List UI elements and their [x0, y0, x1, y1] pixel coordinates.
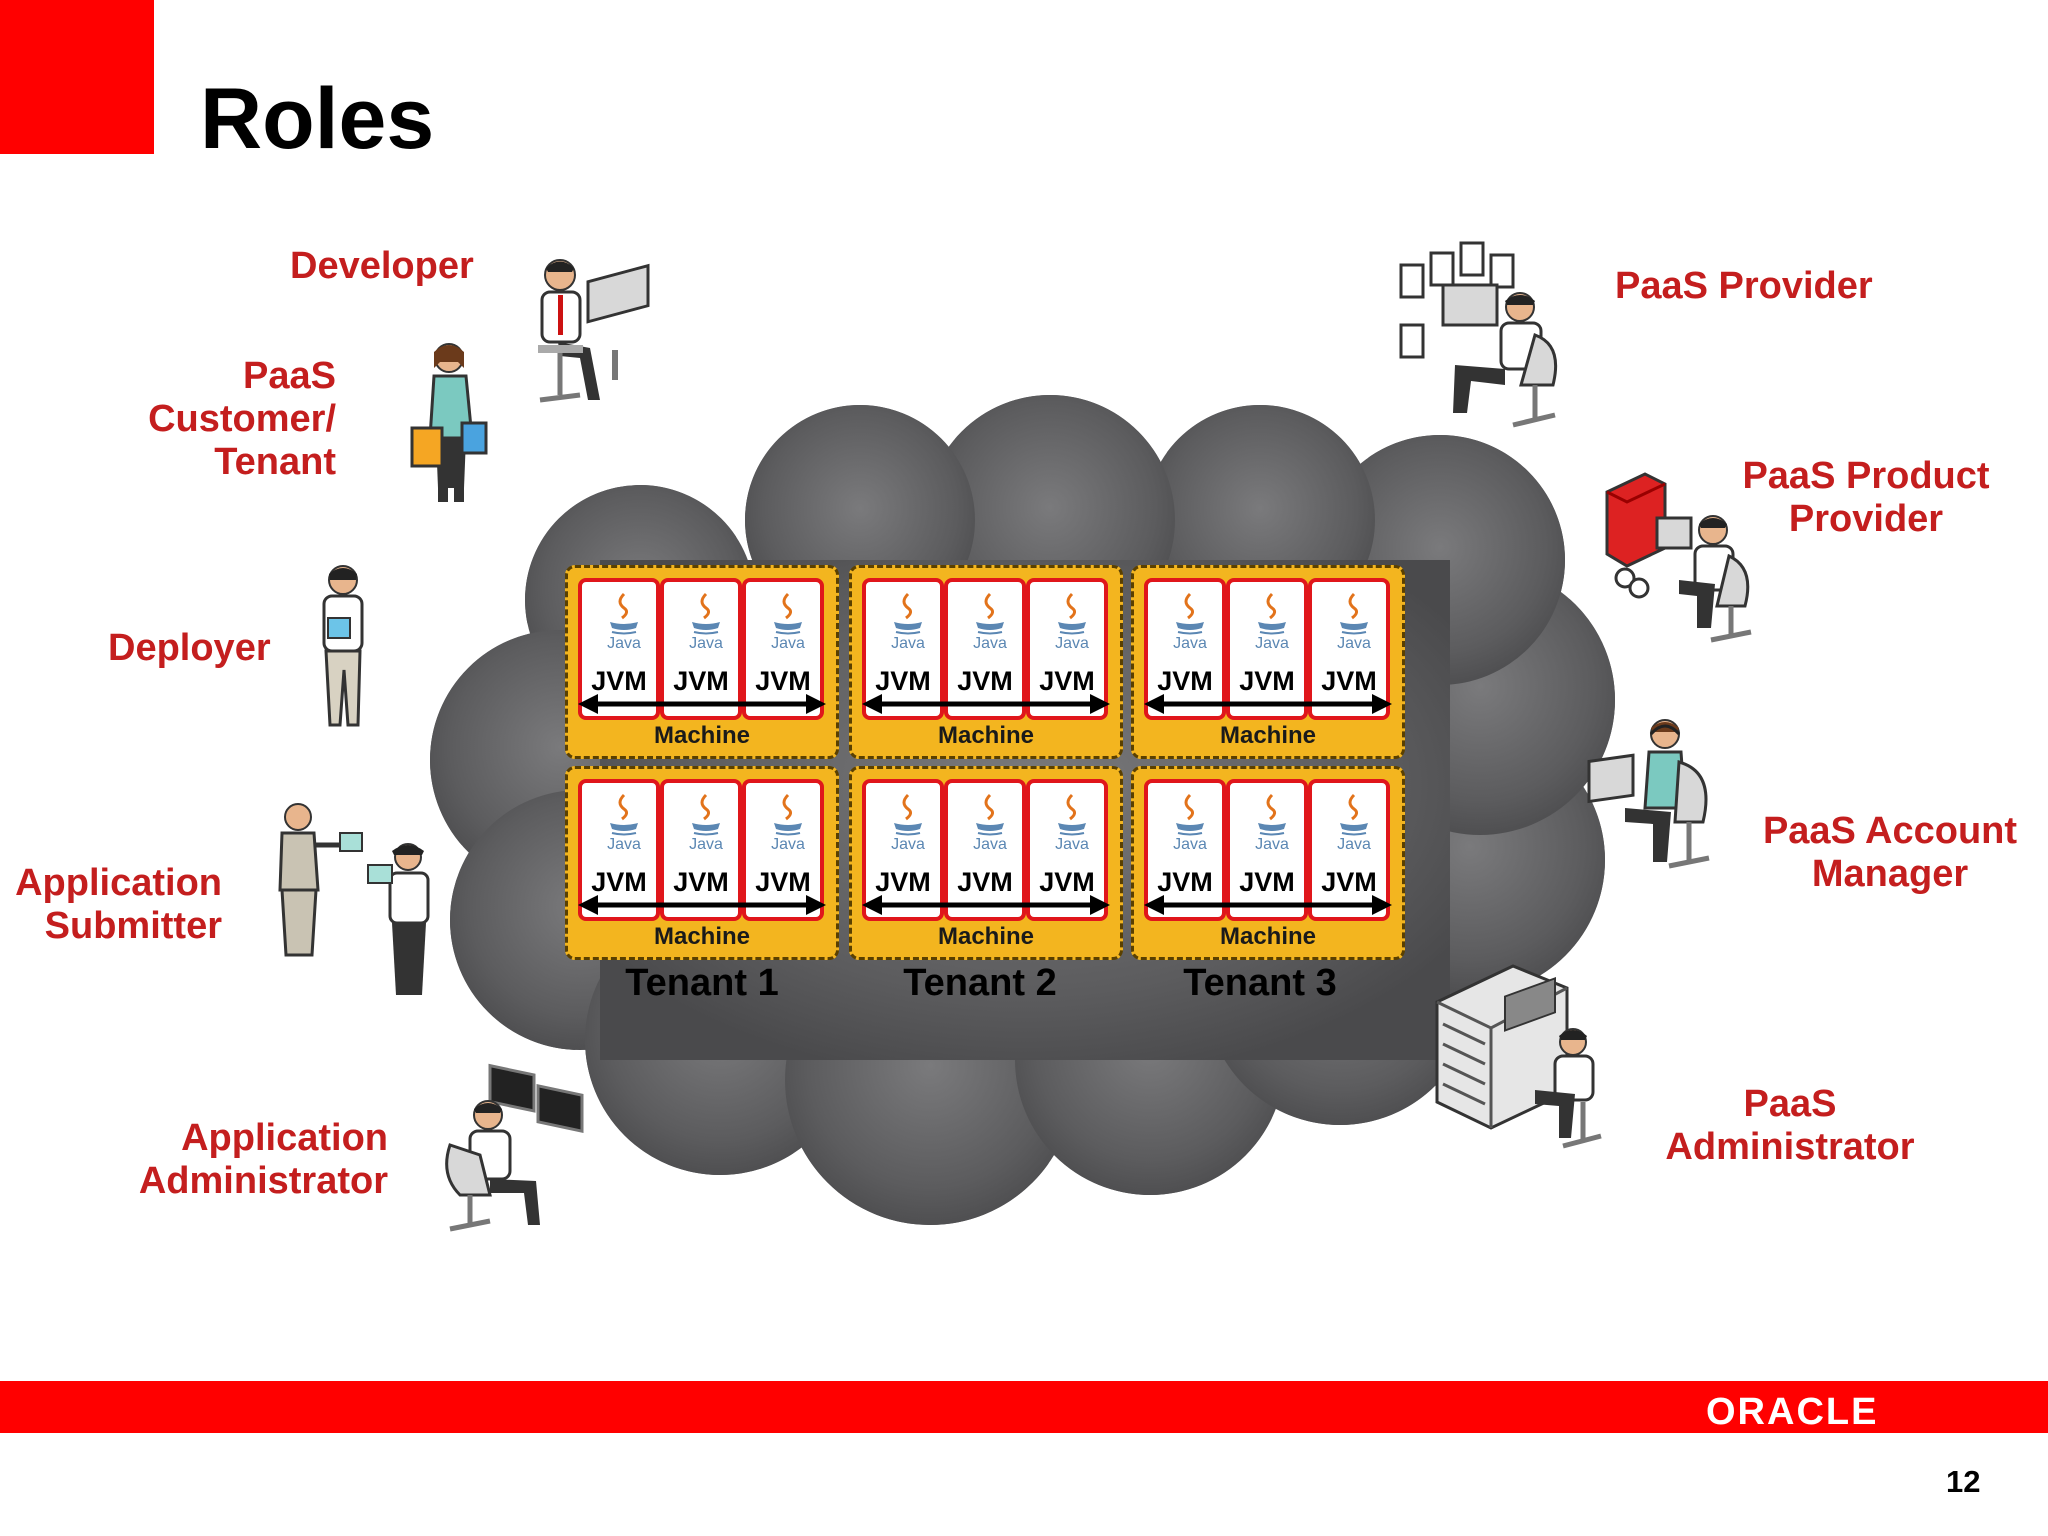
- java-logo-icon: Java: [968, 791, 1012, 851]
- svg-text:Java: Java: [771, 635, 805, 650]
- double-arrow-icon: [860, 692, 1112, 716]
- page-number: 12: [1946, 1464, 1980, 1500]
- machine-label: Machine: [568, 923, 836, 951]
- java-logo-icon: Java: [1250, 791, 1294, 851]
- java-logo-icon: Java: [602, 791, 646, 851]
- machine-label: Machine: [852, 722, 1120, 750]
- java-logo-icon: Java: [1050, 791, 1094, 851]
- svg-text:Java: Java: [973, 836, 1007, 851]
- svg-text:Java: Java: [891, 836, 925, 851]
- svg-text:Java: Java: [1337, 635, 1371, 650]
- paas-product-provider-icon: [1605, 468, 1755, 648]
- svg-text:Java: Java: [1173, 836, 1207, 851]
- java-logo-icon: Java: [1168, 590, 1212, 650]
- machine-label: Machine: [1134, 722, 1402, 750]
- paas-account-manager-icon: [1585, 712, 1725, 882]
- role-paas-provider: PaaS Provider: [1615, 265, 1873, 308]
- svg-text:Java: Java: [1255, 635, 1289, 650]
- svg-text:Java: Java: [607, 635, 641, 650]
- java-logo-icon: Java: [1250, 590, 1294, 650]
- java-logo-icon: Java: [766, 590, 810, 650]
- svg-text:Java: Java: [1337, 836, 1371, 851]
- application-administrator-icon: [440, 1055, 590, 1235]
- machine-label: Machine: [1134, 923, 1402, 951]
- role-deployer: Deployer: [108, 627, 271, 670]
- svg-text:Java: Java: [689, 635, 723, 650]
- java-logo-icon: Java: [1168, 791, 1212, 851]
- java-logo-icon: Java: [1332, 590, 1376, 650]
- tenant-label-3: Tenant 3: [1123, 962, 1397, 1005]
- java-logo-icon: Java: [1332, 791, 1376, 851]
- developer-at-desk-icon: [520, 250, 660, 420]
- double-arrow-icon: [860, 893, 1112, 917]
- paas-administrator-icon: [1435, 962, 1605, 1162]
- customer-with-bags-icon: [404, 338, 504, 508]
- java-logo-icon: Java: [766, 791, 810, 851]
- svg-text:Java: Java: [689, 836, 723, 851]
- machine-label: Machine: [568, 722, 836, 750]
- application-submitter-icon: [268, 795, 438, 1005]
- svg-text:Java: Java: [771, 836, 805, 851]
- java-logo-icon: Java: [886, 590, 930, 650]
- java-logo-icon: Java: [968, 590, 1012, 650]
- tenant-label-2: Tenant 2: [843, 962, 1117, 1005]
- double-arrow-icon: [576, 692, 828, 716]
- double-arrow-icon: [1142, 692, 1394, 716]
- svg-text:Java: Java: [1055, 836, 1089, 851]
- svg-text:Java: Java: [1055, 635, 1089, 650]
- double-arrow-icon: [576, 893, 828, 917]
- svg-text:Java: Java: [1255, 836, 1289, 851]
- java-logo-icon: Java: [1050, 590, 1094, 650]
- svg-text:Java: Java: [891, 635, 925, 650]
- oracle-logo: ORACLE: [1706, 1391, 1878, 1434]
- machine-label: Machine: [852, 923, 1120, 951]
- role-paas-account-manager: PaaS AccountManager: [1755, 810, 2025, 896]
- paas-provider-icon: [1395, 235, 1565, 435]
- java-logo-icon: Java: [684, 590, 728, 650]
- role-developer: Developer: [290, 245, 474, 288]
- java-logo-icon: Java: [886, 791, 930, 851]
- double-arrow-icon: [1142, 893, 1394, 917]
- tenant-label-1: Tenant 1: [565, 962, 839, 1005]
- svg-text:Java: Java: [1173, 635, 1207, 650]
- java-logo-icon: Java: [684, 791, 728, 851]
- java-logo-icon: Java: [602, 590, 646, 650]
- svg-text:Java: Java: [607, 836, 641, 851]
- deployer-with-box-icon: [298, 560, 388, 740]
- svg-text:Java: Java: [973, 635, 1007, 650]
